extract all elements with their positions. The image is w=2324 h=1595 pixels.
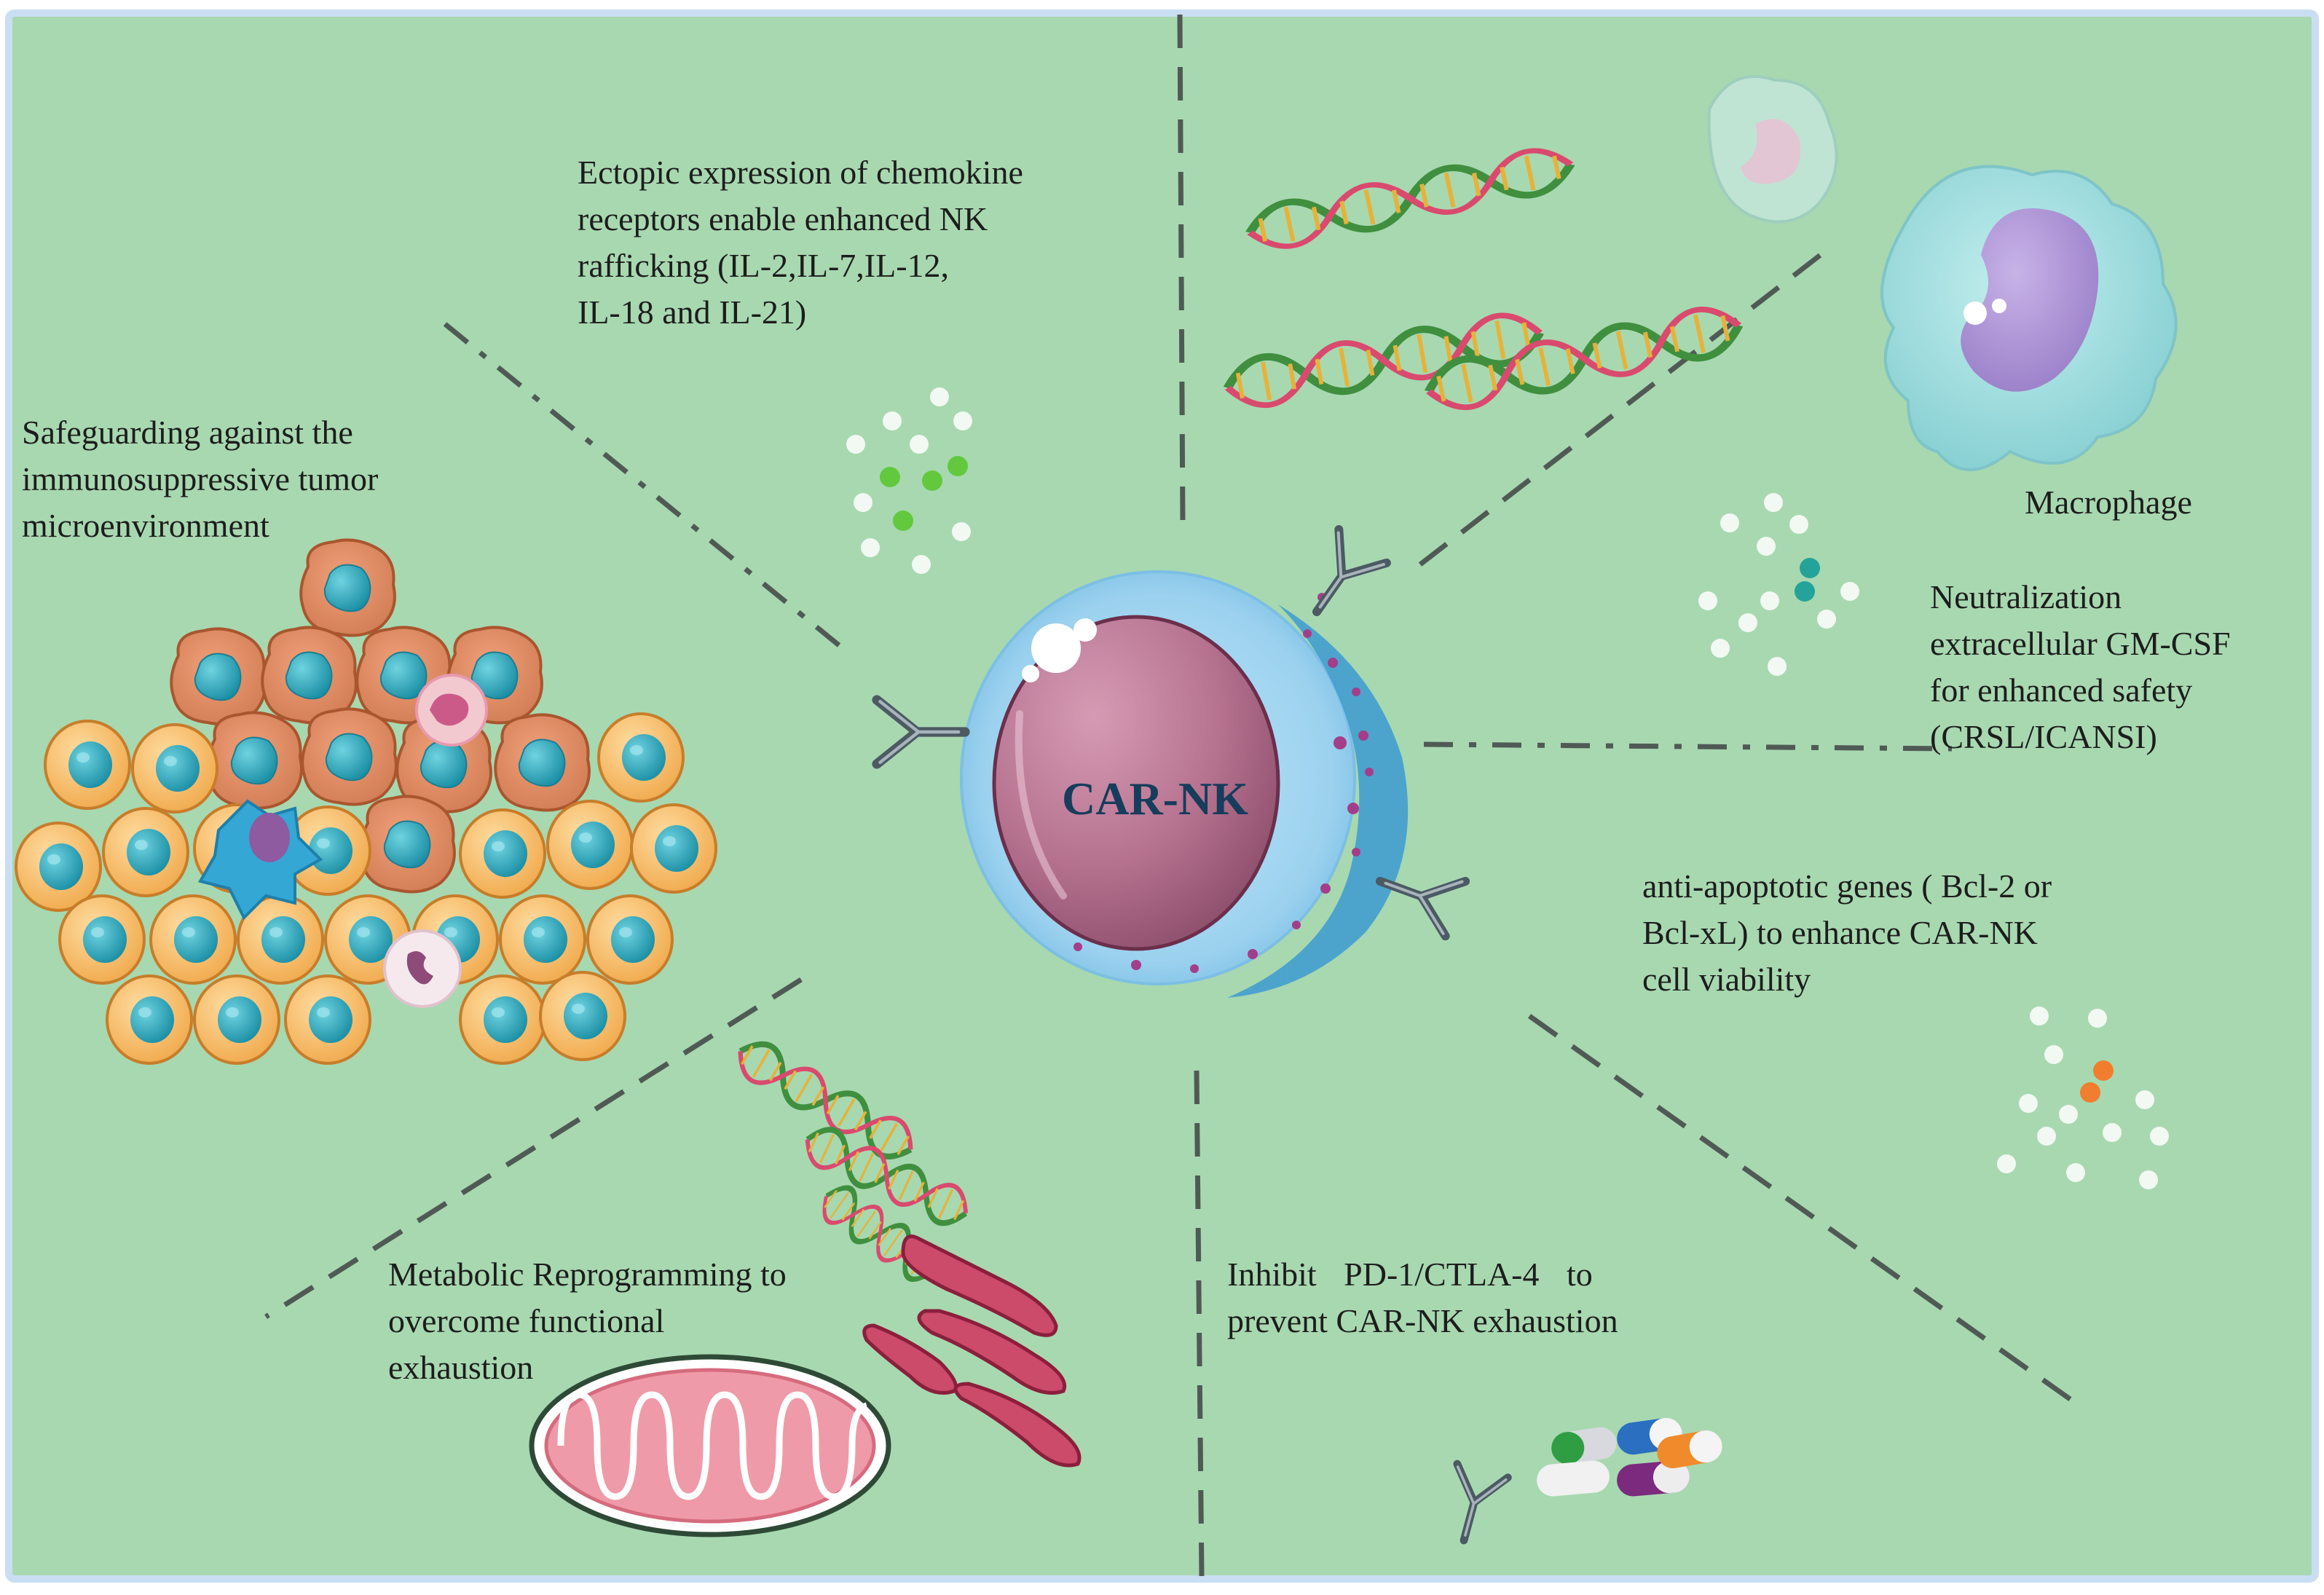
divider-lower-right [1527,1014,2081,1408]
metabolic-line-2: overcome functional [388,1302,665,1339]
neutralization-label: Neutralization extracellular GM-CSF for … [1930,574,2236,760]
chemokine-line-1: Ectopic expression of chemokine [578,154,1023,191]
tumor-cell-cluster [15,538,717,1065]
antiapoptotic-line-1: anti-apoptotic genes ( Bcl-2 or [1642,867,2052,905]
neutrophil-icon [415,674,488,747]
chemokine-line-2: receptors enable enhanced NK [578,200,988,237]
cytokine-dots-chemokine [846,387,972,574]
safeguard-line-1: Safeguarding against the [22,414,353,451]
divider-upper-left [438,318,841,647]
cytokine-dots-gmcsf [1698,493,1859,676]
divider-top [1177,14,1186,525]
macrophage-icon [1707,75,2178,471]
neutralization-line-4: (CRSL/ICANSI) [1930,718,2157,755]
chemokine-label: Ectopic expression of chemokine receptor… [578,149,1131,336]
divider-lower-left [264,977,803,1319]
divider-lines [264,14,2081,1578]
chemokine-line-3: rafficking (IL-2,IL-7,IL-12, [578,247,950,284]
car-nk-cell [960,570,1409,998]
antiapoptotic-label: anti-apoptotic genes ( Bcl-2 or Bcl-xL) … [1642,863,2152,1003]
neutralization-line-2: extracellular GM-CSF [1930,625,2231,662]
chemokine-line-4: IL-18 and IL-21) [578,294,807,331]
lymphocyte-icon [383,929,462,1008]
inhibit-line-2: prevent CAR-NK exhaustion [1227,1302,1618,1339]
neutralization-line-1: Neutralization [1930,578,2122,615]
dendritic-cell-icon [197,799,323,921]
safeguard-label: Safeguarding against the immunosuppressi… [22,409,473,549]
mitochondrion-icon [529,1354,891,1537]
divider-right [1423,741,1953,752]
inhibit-line-1: Inhibit PD-1/CTLA-4 to [1227,1256,1593,1293]
car-nk-nucleus [992,615,1280,951]
drug-capsule-icon [1537,1417,1722,1497]
metabolic-line-1: Metabolic Reprogramming to [388,1256,787,1293]
car-nk-label: CAR-NK [1062,773,1248,824]
macrophage-label: Macrophage [2025,484,2192,521]
antiapoptotic-line-3: cell viability [1642,961,1811,998]
endoplasmic-reticulum-icon [862,1234,1082,1468]
divider-bottom [1194,1070,1205,1578]
divider-upper-right [1418,247,1830,567]
safeguard-line-3: microenvironment [22,507,269,544]
neutralization-line-3: for enhanced safety [1930,672,2193,709]
cytokine-dots-antiapoptotic [1997,1007,2169,1189]
metabolic-line-3: exhaustion [388,1349,534,1386]
metabolic-label: Metabolic Reprogramming to overcome func… [388,1251,869,1391]
safeguard-line-2: immunosuppressive tumor [22,460,379,497]
inhibit-label: Inhibit PD-1/CTLA-4 to prevent CAR-NK ex… [1227,1251,1686,1344]
antiapoptotic-line-2: Bcl-xL) to enhance CAR-NK [1642,914,2038,951]
